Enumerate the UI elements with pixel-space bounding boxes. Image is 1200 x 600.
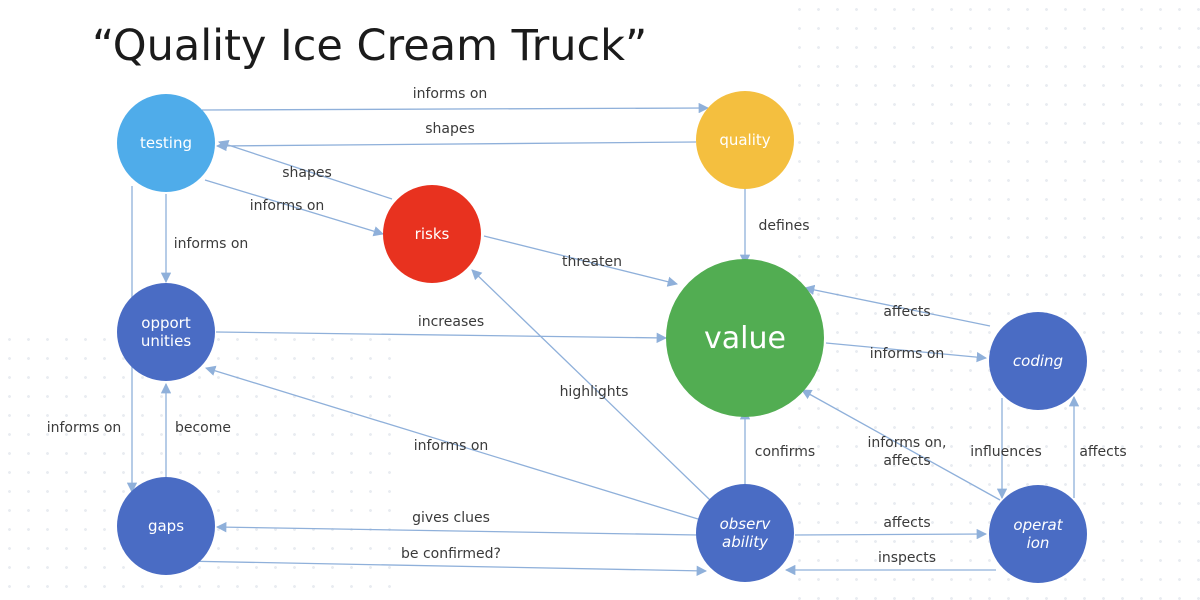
node-coding-circle — [989, 312, 1087, 410]
node-risks-label: risks — [415, 225, 450, 243]
node-operation-circle — [989, 485, 1087, 583]
node-risks-circle — [383, 185, 481, 283]
edge-observability-gaps — [215, 521, 699, 536]
edge-gaps-observability — [179, 560, 708, 577]
edge-label-testing-opportunities: informs on — [174, 236, 249, 252]
node-testing: testing — [117, 94, 215, 192]
edge-label-gaps-opportunities: become — [175, 420, 231, 436]
node-quality: quality — [696, 91, 794, 189]
node-testing-label: testing — [140, 134, 192, 152]
edge-label-risks-testing: shapes — [282, 165, 332, 181]
edge-label-observability-risks: highlights — [560, 384, 629, 400]
edge-observability-risks — [471, 269, 711, 501]
edge-label-operation-value-line2: affects — [883, 453, 930, 469]
edge-label-observability-value: confirms — [755, 444, 815, 460]
node-opportunities-label-1: opport — [141, 314, 191, 332]
edge-value-coding — [825, 342, 988, 363]
edge-label-observability-operation: affects — [883, 515, 930, 531]
edge-label-coding-operation: influences — [970, 444, 1042, 460]
node-quality-label: quality — [719, 131, 770, 149]
edge-label-operation-observability: inspects — [878, 550, 936, 566]
edge-label-observability-gaps: gives clues — [412, 510, 490, 526]
node-observability-label-2: ability — [722, 533, 769, 551]
node-observability-label-1: observ — [720, 515, 772, 533]
edge-label-value-coding: informs on — [870, 346, 945, 362]
edge-quality-testing — [215, 140, 697, 152]
diagram-title: “Quality Ice Cream Truck” — [92, 21, 647, 71]
edge-labels-layer: informs on shapes shapes informs on informs … — [47, 86, 1127, 566]
edge-label-opportunities-value: increases — [418, 314, 484, 330]
edge-label-observability-opportunities: informs on — [414, 438, 489, 454]
edge-risks-testing — [218, 139, 393, 200]
node-operation-label-2: ion — [1027, 534, 1050, 552]
edge-label-quality-testing: shapes — [425, 121, 475, 137]
edge-opportunities-value — [215, 331, 668, 344]
edge-label-testing-risks: informs on — [250, 198, 325, 214]
edge-operation-value — [801, 389, 1001, 501]
edge-observability-operation — [794, 528, 988, 540]
node-coding-label: coding — [1013, 352, 1063, 370]
node-gaps-circle — [117, 477, 215, 575]
node-quality-circle — [696, 91, 794, 189]
edge-label-operation-coding: affects — [1079, 444, 1126, 460]
node-value-label: value — [704, 321, 786, 356]
edge-testing-risks — [204, 179, 384, 237]
edge-label-left-loop: informs on — [47, 420, 122, 436]
node-coding: coding — [989, 312, 1087, 410]
edge-testing-quality — [201, 102, 710, 114]
edge-label-gaps-observability: be confirmed? — [401, 546, 501, 562]
edge-coding-value — [803, 284, 991, 327]
node-value-circle — [666, 259, 824, 417]
edge-label-coding-value: affects — [883, 304, 930, 320]
edge-label-risks-value: threaten — [562, 254, 622, 270]
node-opportunities-label-2: unities — [141, 332, 191, 350]
edge-label-testing-quality: informs on — [413, 86, 488, 102]
node-testing-circle — [117, 94, 215, 192]
edge-label-quality-value: defines — [758, 218, 809, 234]
edges-layer — [126, 102, 1080, 577]
node-gaps: gaps — [117, 477, 215, 575]
edge-observability-opportunities — [205, 365, 699, 520]
node-gaps-label: gaps — [148, 517, 184, 535]
edge-label-operation-value: informs on, — [867, 435, 946, 451]
edge-risks-value — [483, 235, 679, 287]
node-opportunities-circle — [117, 283, 215, 381]
node-observability-circle — [696, 484, 794, 582]
node-operation-label-1: operat — [1013, 516, 1063, 534]
node-risks: risks — [383, 185, 481, 283]
node-value: value — [666, 259, 824, 417]
